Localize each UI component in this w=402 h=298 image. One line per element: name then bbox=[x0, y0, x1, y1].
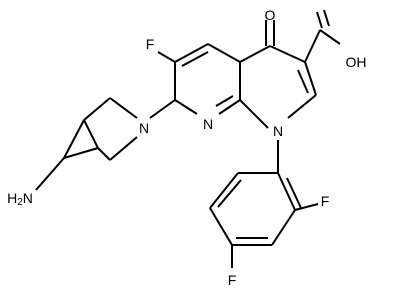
bond-lines bbox=[35, 9, 341, 268]
bond bbox=[239, 99, 269, 129]
bond bbox=[209, 207, 233, 246]
atom-label-acid-oh: OH bbox=[346, 54, 367, 70]
bond bbox=[181, 51, 209, 67]
bond bbox=[83, 97, 111, 121]
bond bbox=[297, 69, 309, 94]
bond bbox=[316, 11, 323, 29]
bond bbox=[149, 99, 176, 119]
bond bbox=[109, 136, 138, 161]
atom-label-fluoro-ortho: F bbox=[321, 193, 330, 209]
atom-label-n-ring-8: N bbox=[203, 116, 213, 132]
bond bbox=[319, 29, 341, 45]
bond bbox=[287, 94, 317, 119]
bond bbox=[217, 179, 242, 208]
bond bbox=[35, 157, 65, 191]
atom-label-fluoro-6: F bbox=[146, 36, 155, 52]
atom-label-n-ring-1: N bbox=[273, 123, 283, 139]
bond bbox=[286, 177, 302, 209]
bond bbox=[174, 99, 198, 115]
bond bbox=[209, 172, 239, 209]
bond bbox=[277, 172, 296, 211]
atom-label-oxo: O bbox=[265, 7, 276, 23]
atom-labels: O OH F N N N H2N F F bbox=[7, 7, 366, 288]
bond bbox=[174, 43, 209, 63]
bond bbox=[157, 51, 176, 63]
bond bbox=[323, 9, 330, 27]
bond bbox=[97, 147, 111, 161]
bond bbox=[271, 209, 296, 246]
bond bbox=[304, 61, 317, 96]
bond bbox=[269, 45, 306, 63]
bond bbox=[109, 97, 138, 119]
bond bbox=[83, 119, 99, 149]
bond bbox=[304, 29, 321, 63]
atom-label-n-azabicyclo: N bbox=[139, 120, 149, 136]
bond bbox=[207, 43, 241, 63]
bond bbox=[63, 119, 85, 159]
bond bbox=[218, 99, 241, 115]
bond bbox=[63, 147, 99, 159]
atom-label-amino: H2N bbox=[7, 190, 33, 208]
bond bbox=[239, 45, 271, 63]
bond bbox=[215, 95, 234, 107]
atom-label-fluoro-para: F bbox=[228, 272, 237, 288]
bond bbox=[294, 203, 319, 211]
